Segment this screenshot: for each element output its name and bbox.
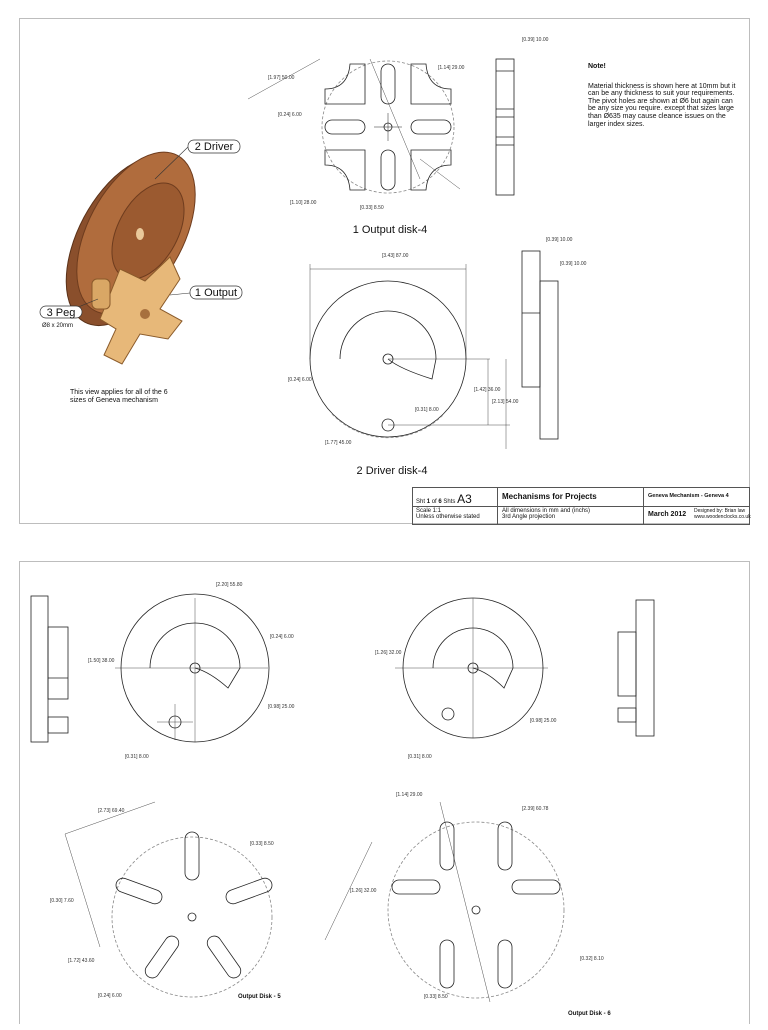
dim-o5-a7: [2.73] 69.40 — [98, 808, 125, 814]
dim-d5-a5: [0.98] 25.00 — [268, 704, 295, 710]
dim-o6-a13: [0.32] 8.10 — [580, 956, 604, 962]
sheet2-drawing: [1.50] 38.00 [2.20] 55.80 [0.24] 6.00 [0… — [30, 582, 655, 1003]
driver-disk-title: 2 Driver disk-4 — [357, 465, 428, 477]
sheet1-drawing: 2 Driver 1 Output 3 Peg Ø8 x 20mm [1.97] — [39, 37, 587, 477]
dim-o6-a12: [2.39] 60.78 — [522, 806, 549, 812]
note-panel: Note! Material thickness is shown here a… — [588, 63, 738, 128]
dim-d6-a5: [0.98] 25.00 — [530, 718, 557, 724]
scale-cell: Scale 1:1 Unless otherwise stated — [416, 508, 480, 520]
dim-driver-thickness-1: [0.39] 10.00 — [546, 237, 573, 243]
dim-o5-a10: [0.30] 7.60 — [50, 898, 74, 904]
dim-d5-a1: [1.50] 38.00 — [88, 658, 115, 664]
dim-o6-a8: [0.33] 8.50 — [424, 994, 448, 1000]
output-disk-side-view — [495, 58, 515, 196]
output-disk-5-label: Output Disk - 5 — [238, 994, 281, 1000]
drawing-sheet-2: [1.50] 38.00 [2.20] 55.80 [0.24] 6.00 [0… — [19, 561, 750, 1024]
units-cell: All dimensions in mm and (inchs) 3rd Ang… — [502, 508, 591, 520]
assembly-illustration — [65, 151, 196, 365]
driver-disk-side-view — [521, 250, 559, 440]
dim-d5-a3: [0.24] 6.00 — [270, 634, 294, 640]
drawing-title: Geneva Mechanism - Geneva 4 — [648, 493, 729, 499]
dim-d6-a6: [1.26] 32.00 — [375, 650, 402, 656]
output-disk-6-view — [324, 801, 565, 1003]
drawing-sheet-1: 2 Driver 1 Output 3 Peg Ø8 x 20mm [1.97] — [19, 18, 751, 525]
dim-d5-a2: [2.20] 55.80 — [216, 582, 243, 588]
note-title: Note! — [588, 63, 606, 70]
project-name: Mechanisms for Projects — [502, 492, 597, 501]
dim-o6-a11: [1.14] 29.00 — [396, 792, 423, 798]
dim-output-slot-width: [0.33] 8.50 — [360, 205, 384, 211]
dim-output-hole: [0.24] 6.00 — [278, 112, 302, 118]
applies-note: This view applies for all of the 6 sizes… — [70, 389, 168, 404]
dim-driver-diameter: [3.43] 87.00 — [382, 253, 409, 259]
peg-callout: 3 Peg — [47, 307, 76, 319]
output-callout: 1 Output — [195, 287, 237, 299]
dim-driver-total: [2.13] 54.00 — [492, 399, 519, 405]
dim-driver-hole: [0.24] 6.00 — [288, 377, 312, 383]
dim-o5-a8: [0.33] 8.50 — [250, 841, 274, 847]
output-disk-5-view — [64, 801, 273, 998]
title-block: Sht 1 of 6 Shts A3 Mechanisms for Projec… — [412, 487, 751, 525]
dim-o5-a3: [0.24] 6.00 — [98, 993, 122, 999]
driver5-side-view — [30, 595, 69, 743]
dim-driver-radius: [1.77] 45.00 — [325, 440, 352, 446]
dim-driver-thickness-2: [0.39] 10.00 — [560, 261, 587, 267]
sheet-count: Sht 1 of 6 Shts A3 — [416, 492, 472, 506]
drawing-date: March 2012 — [648, 511, 687, 518]
dim-driver-offset: [1.42] 36.00 — [474, 387, 501, 393]
driver-disk-4-view — [309, 264, 510, 449]
dim-o6-a6: [1.26] 32.00 — [350, 888, 377, 894]
output-disk-title: 1 Output disk-4 — [353, 224, 428, 236]
dim-d5-a4: [0.31] 8.00 — [125, 754, 149, 760]
dim-output-slot-depth: [1.10] 28.00 — [290, 200, 317, 206]
dim-output-arc: [1.14] 29.00 — [438, 65, 465, 71]
dim-d6-a4: [0.31] 8.00 — [408, 754, 432, 760]
dim-driver-peg: [0.31] 8.00 — [415, 407, 439, 413]
dim-output-span: [1.97] 50.00 — [268, 75, 295, 81]
peg-size: Ø8 x 20mm — [42, 323, 73, 329]
designer-cell: Designed by: Brian law www.woodenclocks.… — [694, 508, 751, 520]
driver-callout: 2 Driver — [195, 141, 234, 153]
note-body: Material thickness is shown here at 10mm… — [588, 82, 736, 128]
driver-disk-6-view — [395, 597, 548, 739]
dim-o5-a9: [1.72] 43.60 — [68, 958, 95, 964]
driver6-side-view — [617, 599, 655, 737]
dim-output-thickness: [0.39] 10.00 — [522, 37, 549, 43]
output-disk-6-label: Output Disk - 6 — [568, 1011, 611, 1017]
output-disk-4-view — [247, 58, 461, 194]
driver-disk-5-view — [115, 593, 270, 743]
